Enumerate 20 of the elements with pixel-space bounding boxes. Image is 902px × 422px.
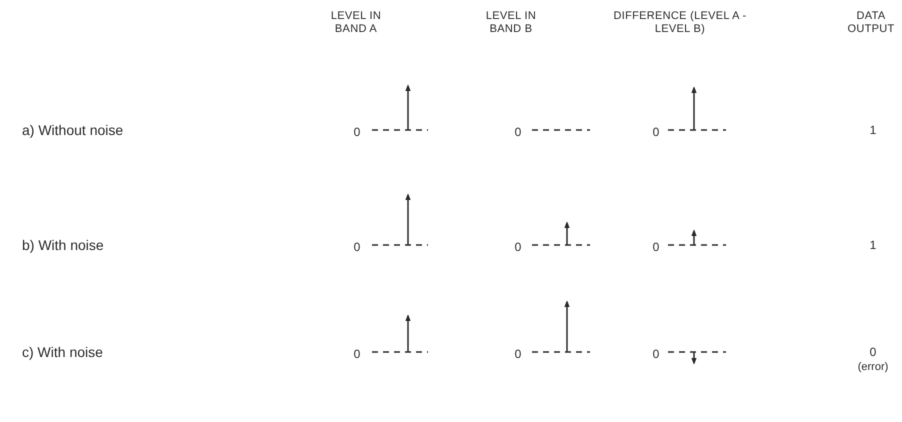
zero-label: 0 [652, 125, 660, 139]
zero-label: 0 [652, 240, 660, 254]
zero-label: 0 [652, 347, 660, 361]
output-value: 0 [870, 345, 876, 359]
column-header: DIFFERENCE (LEVEL A - LEVEL B) [612, 10, 748, 36]
zero-label: 0 [354, 347, 360, 361]
output-value: 1 [870, 123, 876, 137]
zero-label: 0 [514, 240, 522, 254]
column-header: LEVEL IN BAND A [330, 10, 382, 36]
row-label: a) Without noise [22, 122, 124, 138]
zero-label: 0 [514, 347, 522, 361]
zero-label: 0 [354, 240, 360, 254]
row-label: b) With noise [22, 237, 104, 253]
zero-label: 0 [354, 125, 360, 139]
error-note: (error) [858, 361, 888, 374]
column-header: LEVEL IN BAND B [484, 10, 538, 36]
output-value: 1 [870, 238, 876, 252]
zero-label: 0 [514, 125, 522, 139]
column-header: DATA OUTPUT [846, 10, 896, 36]
row-label: c) With noise [22, 344, 103, 360]
